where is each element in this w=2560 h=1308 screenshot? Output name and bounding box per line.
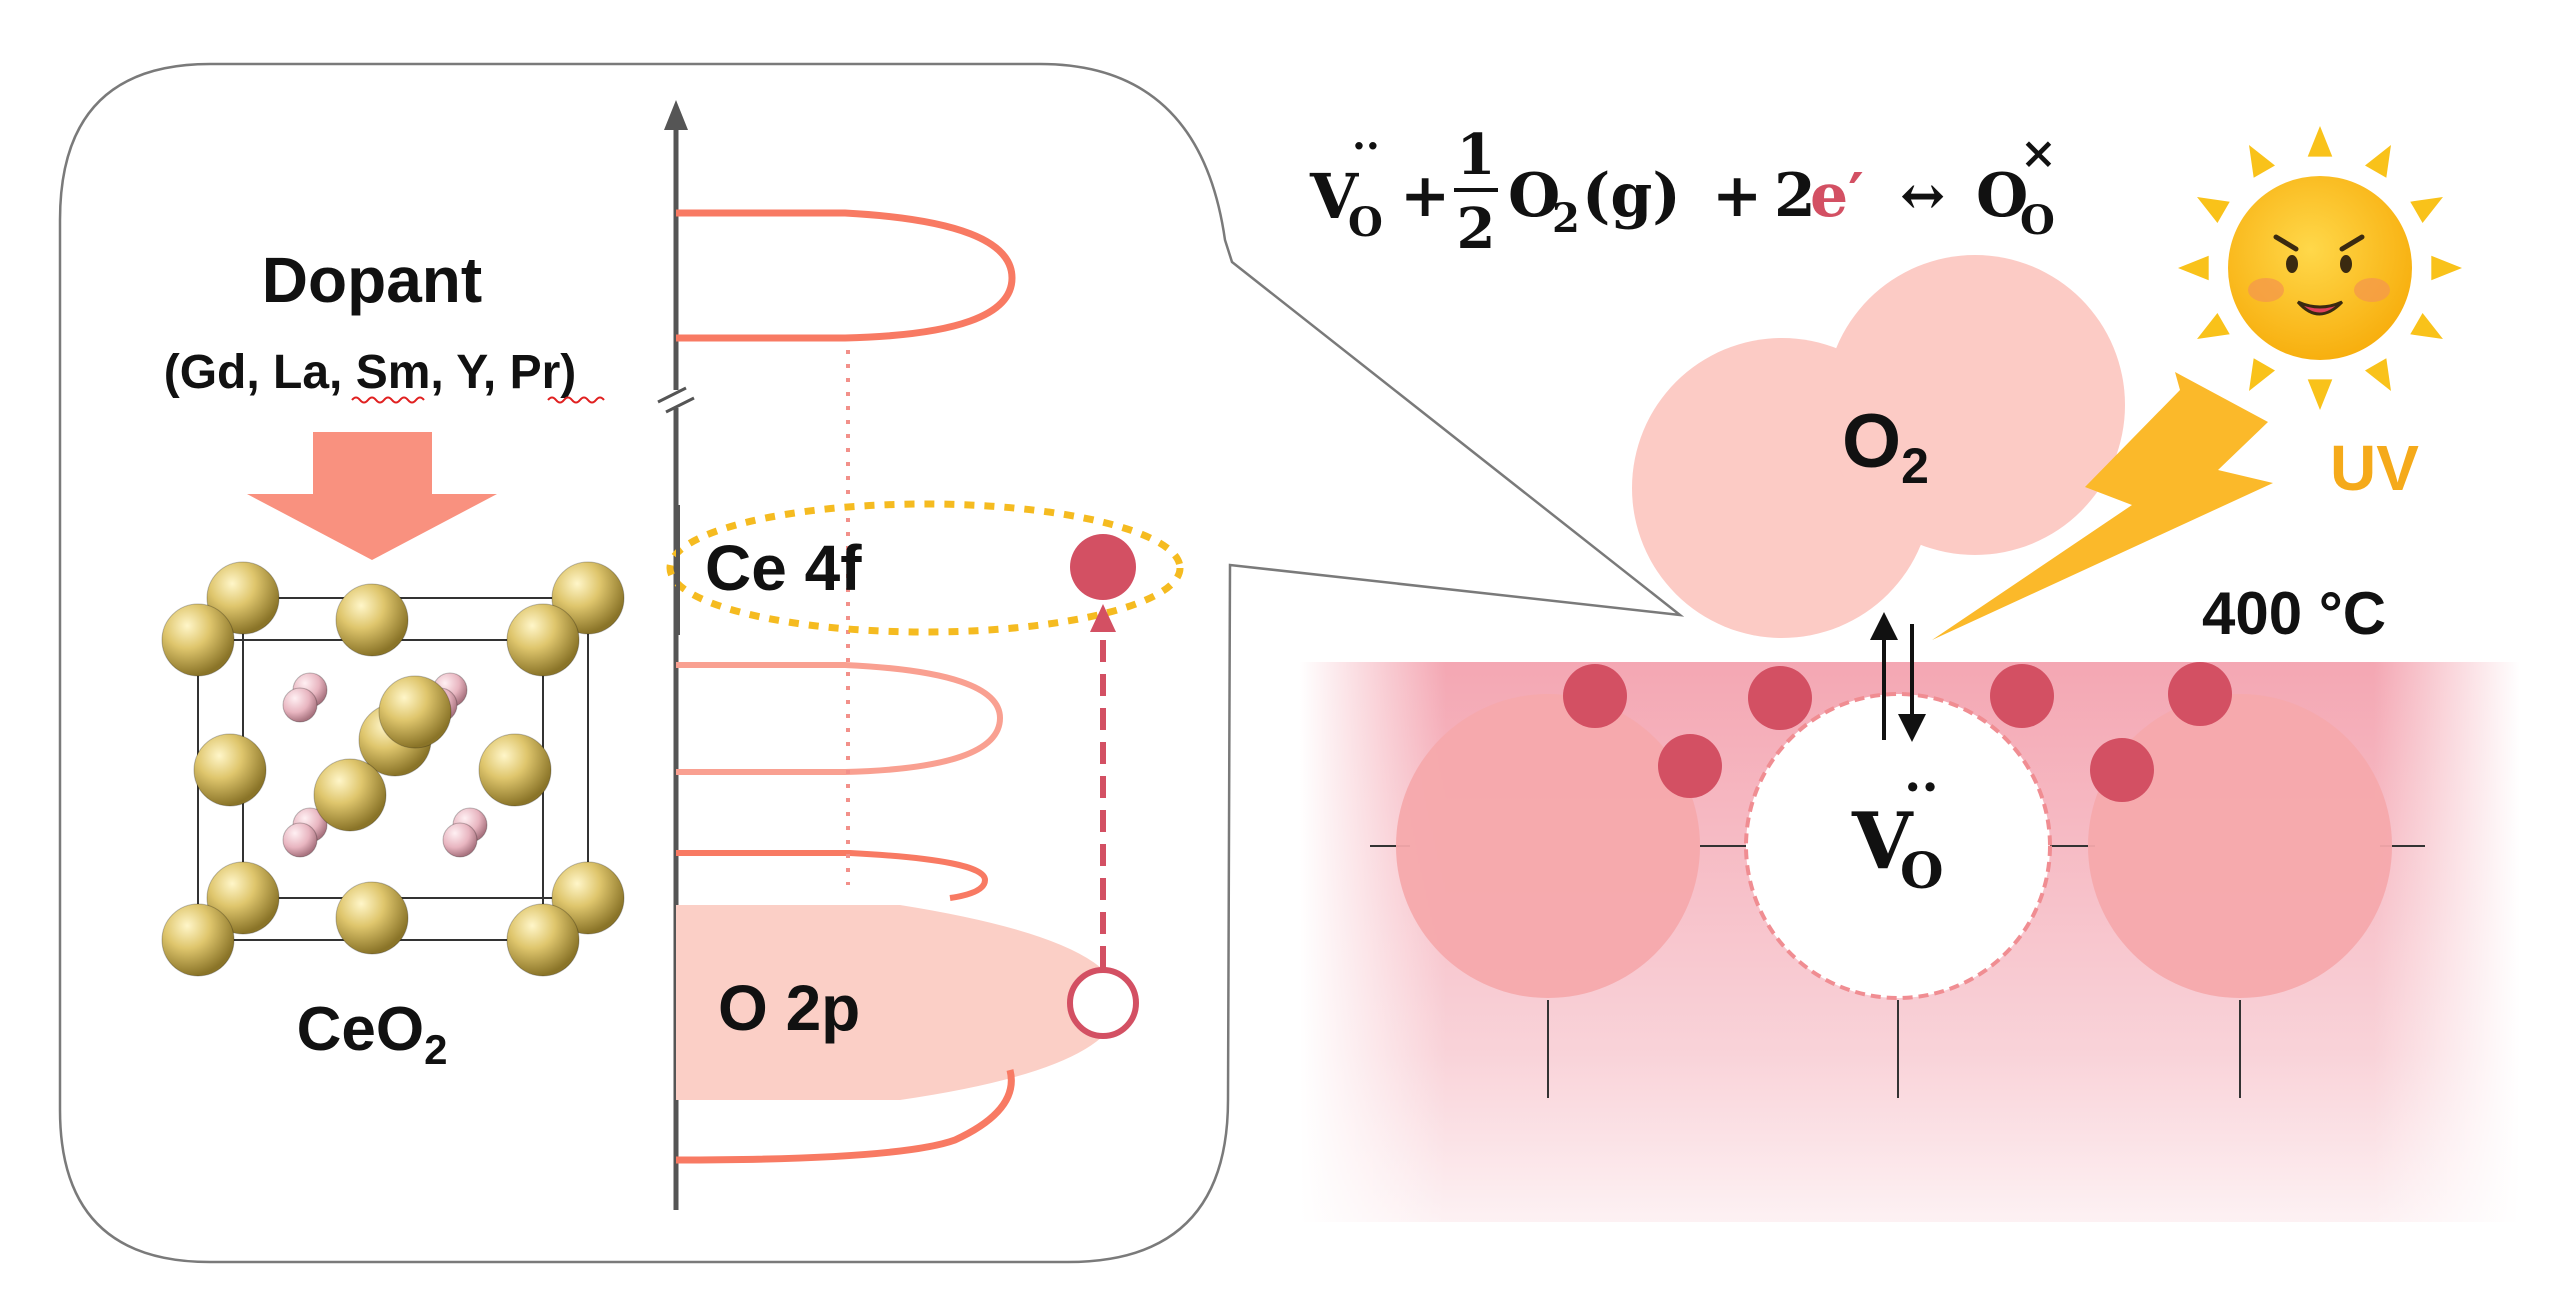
o-atom <box>282 687 318 723</box>
svg-text:+: + <box>1712 161 1762 231</box>
sun-ray <box>2197 313 2230 339</box>
o2-molecule: O2 <box>1632 255 2125 638</box>
lattice-oxygen-right <box>2088 694 2392 998</box>
svg-text:2: 2 <box>1457 196 1496 262</box>
o-atom <box>442 822 478 858</box>
o2-label: O2 <box>1842 399 1929 494</box>
lightning-bolt-icon <box>1932 372 2273 640</box>
energy-axis-arrowhead <box>664 100 688 130</box>
sun-ray <box>2249 145 2275 178</box>
ce-atom <box>335 583 409 657</box>
svg-text:↔: ↔ <box>1900 163 1945 227</box>
ceo2-label: CeO2 <box>297 995 448 1073</box>
o2p-band <box>676 905 1120 1100</box>
svg-text:O: O <box>1976 161 2028 231</box>
ce-atom <box>161 903 235 977</box>
ce4f-orbit <box>666 500 1184 636</box>
o-atom <box>282 822 318 858</box>
sun-ray <box>2410 313 2443 339</box>
sun-ray <box>2249 358 2275 391</box>
ce-atom <box>161 603 235 677</box>
sun-ray <box>2178 255 2209 281</box>
svg-text:×: × <box>2020 128 2057 179</box>
dopant-pr: Pr <box>510 346 561 399</box>
svg-text:(g): (g) <box>1582 161 1681 231</box>
ceo2-crystal <box>161 561 625 977</box>
orbit-upper <box>676 209 1016 342</box>
uv-label: UV <box>2330 432 2419 504</box>
spellcheck-squiggle-sm <box>351 396 425 404</box>
lattice-oxygen-left <box>1396 694 1700 998</box>
spellcheck-squiggle-pr <box>547 396 605 404</box>
ce-atom <box>206 861 280 935</box>
svg-text:1: 1 <box>1457 122 1496 188</box>
svg-text:O: O <box>2020 197 2055 244</box>
ce-atom <box>506 903 580 977</box>
svg-text:··: ·· <box>1352 123 1380 170</box>
band-diagram: O 2p Ce 4f <box>657 100 1184 1210</box>
ce-atom <box>551 561 625 635</box>
hole <box>1067 967 1139 1039</box>
ce-atoms <box>161 561 625 977</box>
up-down-arrows-icon <box>1870 612 1926 742</box>
svg-text:V: V <box>1309 160 1359 233</box>
oxide-surface: V O ·· <box>1300 662 2520 1222</box>
ce-atom <box>335 881 409 955</box>
dopant-title: Dopant <box>262 244 482 316</box>
dopant-sm: Sm <box>356 346 431 399</box>
vacancy-label: V <box>1851 796 1914 887</box>
ce-atom <box>313 758 387 832</box>
sun-ray <box>2307 379 2333 410</box>
down-arrow-icon <box>247 432 497 560</box>
svg-text:2: 2 <box>1552 195 1580 242</box>
sun-ray <box>2410 197 2443 223</box>
orbit-lower <box>675 1069 1015 1164</box>
o2p-label: O 2p <box>718 972 860 1044</box>
ce-atom <box>506 603 580 677</box>
sun-ray <box>2197 197 2230 223</box>
svg-text:2: 2 <box>1774 161 1816 231</box>
callout-bubble <box>58 62 1685 1264</box>
svg-text:+: + <box>1400 161 1450 231</box>
temperature-label: 400 °C <box>2202 580 2386 647</box>
ce-atom <box>378 675 452 749</box>
ce-atom <box>551 861 625 935</box>
orbit-mid-1 <box>676 662 1004 775</box>
orbit-mid-2 <box>676 850 989 901</box>
excited-electron <box>1070 534 1136 600</box>
ce-atom <box>478 733 552 807</box>
electron-symbol: e′ <box>1810 161 1864 231</box>
excitation-arrowhead <box>1090 604 1116 632</box>
sun-face-icon <box>2178 126 2462 410</box>
sun-ray <box>2365 358 2391 391</box>
svg-text:··: ·· <box>1904 757 1939 816</box>
reaction-equation: V O ·· + 1 2 O 2 (g) + 2 e′ ↔ O O × <box>1309 122 2057 262</box>
sun-ray <box>2365 145 2391 178</box>
sun-ray <box>2307 126 2333 157</box>
svg-text:O: O <box>1900 841 1944 900</box>
dopant-list: (Gd, La, Sm, Y, Pr) <box>164 346 577 399</box>
ce-atom <box>193 733 267 807</box>
ce4f-label: Ce 4f <box>705 532 862 604</box>
svg-text:O: O <box>1508 161 1560 231</box>
sun-ray <box>2431 255 2462 281</box>
ce-atom <box>206 561 280 635</box>
svg-text:O: O <box>1348 199 1383 246</box>
surface-electrons <box>1563 662 2232 802</box>
oxygen-vacancy <box>1744 692 2052 1000</box>
